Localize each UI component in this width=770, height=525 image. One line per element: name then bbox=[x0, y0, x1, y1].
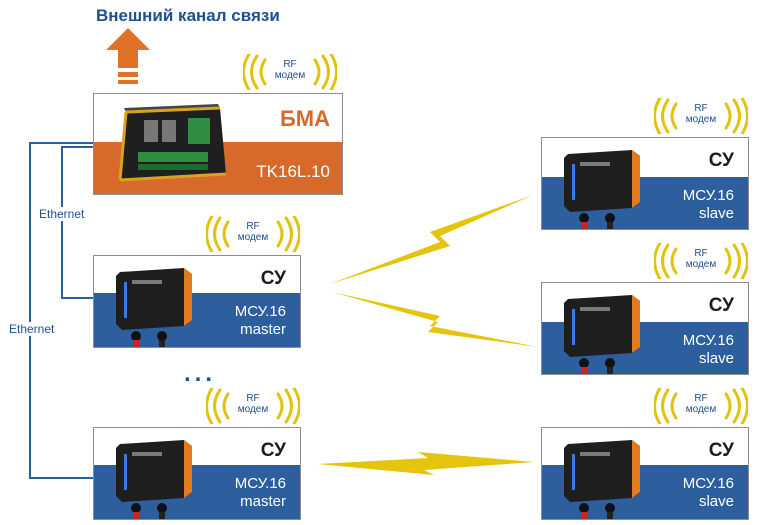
rf-wave-icon bbox=[243, 54, 337, 90]
bma-role-label: БМА bbox=[279, 106, 330, 131]
ethernet-label-lower: Ethernet bbox=[8, 322, 56, 336]
mcu16-device-image bbox=[564, 440, 640, 519]
rf-wave-icon bbox=[654, 388, 748, 424]
mode-label: slave bbox=[698, 350, 734, 367]
mcu16-device-image bbox=[116, 440, 192, 519]
modem-label: модем bbox=[274, 70, 306, 81]
bma-model-label: TK16L.10 bbox=[256, 162, 330, 181]
model-label: МСУ.16 bbox=[682, 332, 734, 349]
mcu16-device-image bbox=[564, 295, 640, 374]
rf-label: RF bbox=[694, 248, 708, 259]
ethernet-label-upper: Ethernet bbox=[38, 207, 86, 221]
model-label: МСУ.16 bbox=[682, 187, 734, 204]
role-label: СУ bbox=[708, 150, 734, 171]
role-label: СУ bbox=[708, 295, 734, 316]
lightning-bolt-icon bbox=[318, 452, 534, 475]
lightning-bolt-icon bbox=[332, 292, 538, 347]
modem-label: модем bbox=[237, 404, 269, 415]
arrow-up-icon bbox=[106, 28, 150, 84]
rf-label: RF bbox=[283, 59, 297, 70]
mode-label: master bbox=[240, 321, 286, 338]
rf-label: RF bbox=[694, 103, 708, 114]
model-label: МСУ.16 bbox=[234, 475, 286, 492]
bma-card: БМА TK16L.10 bbox=[93, 93, 343, 195]
tk16-device-image bbox=[118, 104, 227, 182]
rf-wave-icon bbox=[206, 388, 300, 424]
mode-label: slave bbox=[698, 205, 734, 222]
role-label: СУ bbox=[260, 268, 286, 289]
modem-label: модем bbox=[685, 259, 717, 270]
mcu16-device-image bbox=[116, 268, 192, 347]
modem-label: модем bbox=[237, 232, 269, 243]
role-label: СУ bbox=[260, 440, 286, 461]
model-label: МСУ.16 bbox=[682, 475, 734, 492]
external-channel-title: Внешний канал связи bbox=[96, 6, 280, 25]
role-label: СУ bbox=[708, 440, 734, 461]
rf-label: RF bbox=[246, 221, 260, 232]
rf-wave-icon bbox=[654, 98, 748, 134]
model-label: МСУ.16 bbox=[234, 303, 286, 320]
rf-wave-icon bbox=[206, 216, 300, 252]
rf-wave-icon bbox=[654, 243, 748, 279]
modem-label: модем bbox=[685, 114, 717, 125]
mode-label: master bbox=[240, 493, 286, 510]
lightning-bolt-icon bbox=[330, 195, 533, 284]
mcu16-device-image bbox=[564, 150, 640, 229]
rf-label: RF bbox=[246, 393, 260, 404]
mode-label: slave bbox=[698, 493, 734, 510]
more-devices-ellipsis: ... bbox=[184, 360, 217, 387]
modem-label: модем bbox=[685, 404, 717, 415]
rf-label: RF bbox=[694, 393, 708, 404]
